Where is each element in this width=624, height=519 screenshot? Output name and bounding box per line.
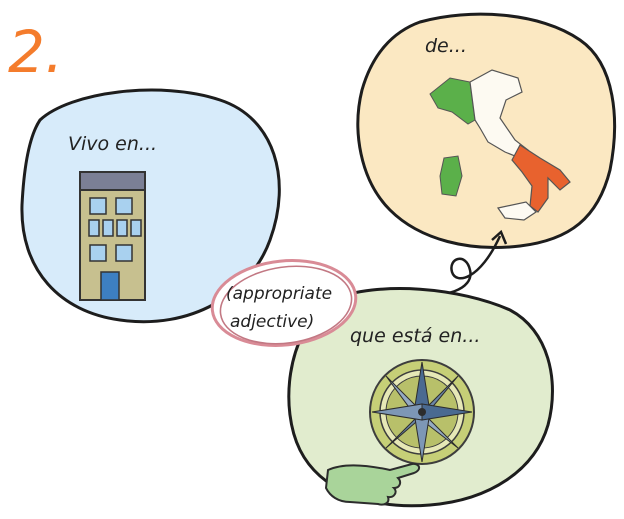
compass-rose-icon [370,360,474,464]
location-bubble-label: que está en... [350,325,480,347]
country-bubble: de... [358,14,615,247]
connector-line-2: adjective) [230,312,314,332]
step-number: 2. [8,18,63,86]
apartment-building-icon [80,172,145,300]
connector-line-1: (appropriate [226,284,332,304]
country-bubble-label: de... [425,35,467,57]
home-bubble-label: Vivo en... [68,133,157,155]
